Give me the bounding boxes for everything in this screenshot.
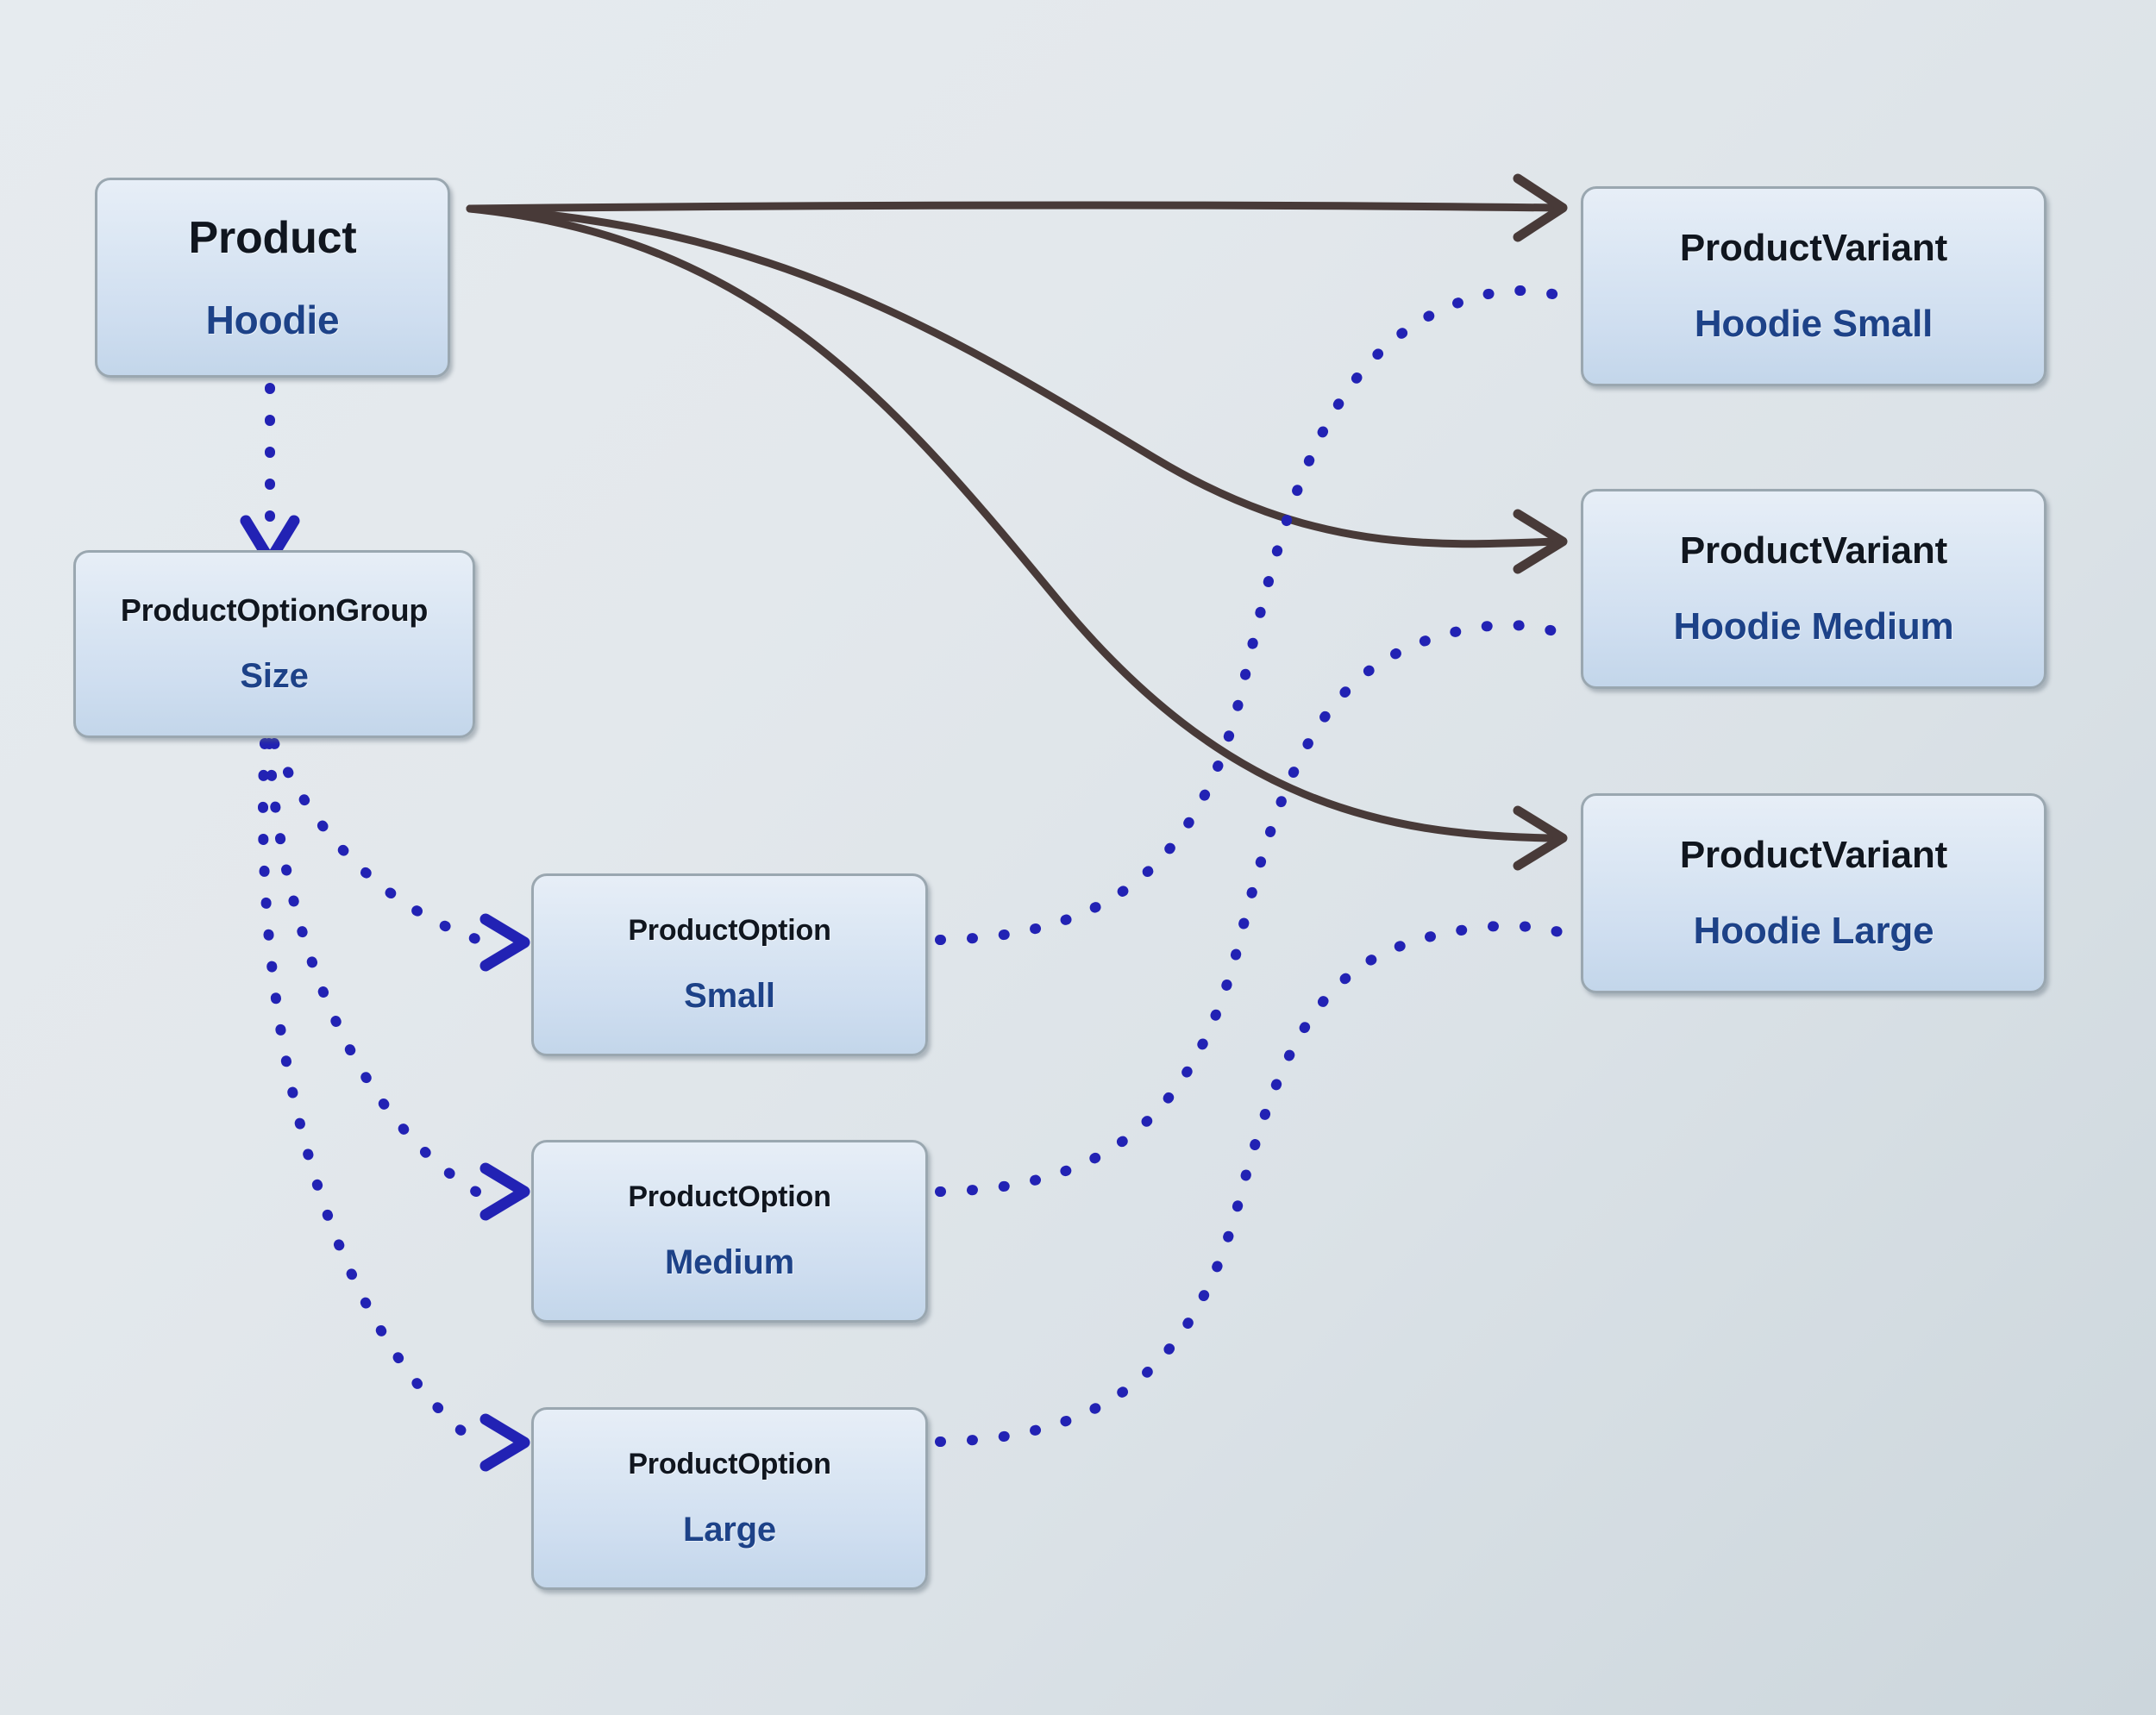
node-product-variant-small-label: Hoodie Small bbox=[1694, 303, 1934, 345]
node-product-variant-medium-label: Hoodie Medium bbox=[1673, 605, 1954, 648]
node-product-variant-large-label: Hoodie Large bbox=[1693, 910, 1934, 952]
node-product-variant-medium-type: ProductVariant bbox=[1679, 529, 1948, 572]
node-product-variant-large[interactable]: ProductVariant Hoodie Large bbox=[1581, 793, 2046, 993]
node-product-option-small[interactable]: ProductOption Small bbox=[531, 873, 928, 1056]
node-product-option-medium-label: Medium bbox=[665, 1242, 794, 1281]
node-product-option-medium-type: ProductOption bbox=[628, 1180, 831, 1214]
node-product-option-large-type: ProductOption bbox=[628, 1448, 831, 1481]
edge-option-medium-to-variant-medium bbox=[935, 620, 1580, 1197]
node-product-variant-small[interactable]: ProductVariant Hoodie Small bbox=[1581, 186, 2046, 386]
node-product-type: Product bbox=[188, 212, 357, 263]
node-product-variant-medium[interactable]: ProductVariant Hoodie Medium bbox=[1581, 489, 2046, 689]
solid-arrowheads bbox=[1513, 173, 1568, 871]
node-product-variant-large-type: ProductVariant bbox=[1679, 833, 1948, 876]
edge-optiongroup-to-option-small bbox=[269, 738, 484, 945]
node-product-option-small-type: ProductOption bbox=[628, 914, 831, 948]
arrowhead-option-small bbox=[479, 913, 530, 972]
arrowhead-option-large bbox=[479, 1413, 530, 1472]
node-product-option-group-type: ProductOptionGroup bbox=[120, 592, 429, 629]
edge-optiongroup-to-option-medium bbox=[264, 738, 481, 1197]
edge-option-small-to-variant-small bbox=[935, 285, 1580, 945]
node-product-option-small-label: Small bbox=[684, 976, 775, 1015]
edge-product-to-variant-large bbox=[466, 204, 1561, 842]
edge-optiongroup-to-option-large bbox=[258, 738, 479, 1447]
arrowhead-option-medium bbox=[479, 1162, 530, 1221]
node-product-variant-small-type: ProductVariant bbox=[1679, 226, 1948, 269]
edge-product-to-variant-small bbox=[466, 201, 1561, 213]
arrowhead-variant-small bbox=[1513, 173, 1568, 242]
edge-option-large-to-variant-large bbox=[935, 920, 1580, 1447]
node-product-option-group-label: Size bbox=[240, 656, 309, 695]
node-product-option-group[interactable]: ProductOptionGroup Size bbox=[73, 550, 475, 738]
node-product-option-medium[interactable]: ProductOption Medium bbox=[531, 1140, 928, 1323]
node-product-label: Hoodie bbox=[205, 297, 340, 343]
node-product-option-large[interactable]: ProductOption Large bbox=[531, 1407, 928, 1590]
arrowhead-variant-medium bbox=[1513, 509, 1568, 574]
node-product[interactable]: Product Hoodie bbox=[95, 178, 450, 378]
arrowhead-variant-large bbox=[1513, 805, 1568, 871]
solid-edges bbox=[466, 201, 1561, 842]
node-product-option-large-label: Large bbox=[683, 1510, 776, 1549]
edge-product-to-variant-medium bbox=[466, 204, 1561, 548]
